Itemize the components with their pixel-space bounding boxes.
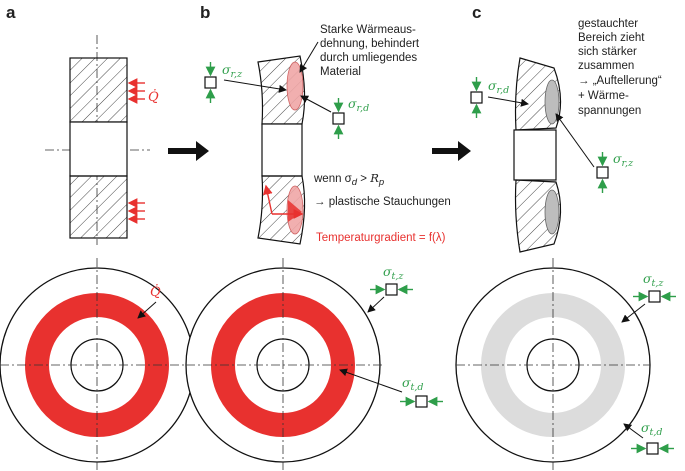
sigma-rz-label-b: σr,z <box>222 62 243 80</box>
svg-text:Material: Material <box>320 66 361 78</box>
svg-text:→ „Auftellerung“: → „Auftellerung“ <box>578 75 662 87</box>
note-expansion: Starke Wärmeaus- dehnung, behindert durc… <box>299 24 420 78</box>
svg-text:+ Wärme-: + Wärme- <box>578 90 629 102</box>
heat-symbol-a-bottom: Q̇ <box>150 284 161 300</box>
disc-top-view-a: Q̇ <box>0 258 196 470</box>
svg-text:Starke Wärmeaus-: Starke Wärmeaus- <box>320 24 416 36</box>
note-condition: wenn σd > Rp <box>313 171 384 188</box>
stress-element-td-c: σt,d <box>623 420 674 455</box>
stress-element-tz-c: σt,z <box>621 271 676 323</box>
svg-text:dehnung, behindert: dehnung, behindert <box>320 38 420 50</box>
stress-element-rz-b: σr,z <box>204 62 287 103</box>
sigma-rd-label-b: σr,d <box>348 96 369 114</box>
svg-text:Bereich zieht: Bereich zieht <box>578 32 645 44</box>
transition-arrow-2 <box>432 141 471 161</box>
note-compressed-region: gestauchter Bereich zieht sich stärker z… <box>578 18 662 117</box>
stress-element-tz-b: σt,z <box>367 264 413 313</box>
stress-element-td-b: σt,d <box>339 368 443 408</box>
svg-text:spannungen: spannungen <box>578 105 641 117</box>
sigma-td-label-c: σt,d <box>641 420 662 438</box>
heat-arrows-top <box>127 78 145 104</box>
sigma-tz-label-c: σt,z <box>643 271 664 289</box>
heat-arrows-bottom <box>127 198 145 224</box>
note-gradient: Temperaturgradient = f(λ) <box>316 232 446 244</box>
panel-label-b: b <box>200 3 210 22</box>
svg-text:zusammen: zusammen <box>578 60 634 72</box>
heat-symbol-a: Q̇ <box>148 89 159 105</box>
svg-text:durch umliegendes: durch umliegendes <box>320 52 417 64</box>
sigma-rd-label-c: σr,d <box>488 78 509 96</box>
stress-element-rz-c: σr,z <box>555 113 634 193</box>
sigma-td-label-b: σt,d <box>402 375 423 393</box>
sigma-rz-label-c: σr,z <box>613 151 634 169</box>
note-plastic: → plastische Stauchungen <box>314 196 451 208</box>
disc-top-view-c <box>455 258 651 470</box>
stress-element-rd-b: σr,d <box>300 95 369 139</box>
svg-text:gestauchter: gestauchter <box>578 18 638 30</box>
section-b <box>257 55 306 245</box>
panel-label-c: c <box>472 3 481 22</box>
sigma-tz-label-b: σt,z <box>383 264 404 282</box>
transition-arrow-1 <box>168 141 209 161</box>
section-a: Q̇ <box>45 35 159 245</box>
svg-text:sich stärker: sich stärker <box>578 46 637 58</box>
panel-label-a: a <box>6 3 16 22</box>
stress-element-rd-c: σr,d <box>470 77 529 118</box>
disc-top-view-b <box>185 258 382 470</box>
section-c <box>513 57 562 253</box>
